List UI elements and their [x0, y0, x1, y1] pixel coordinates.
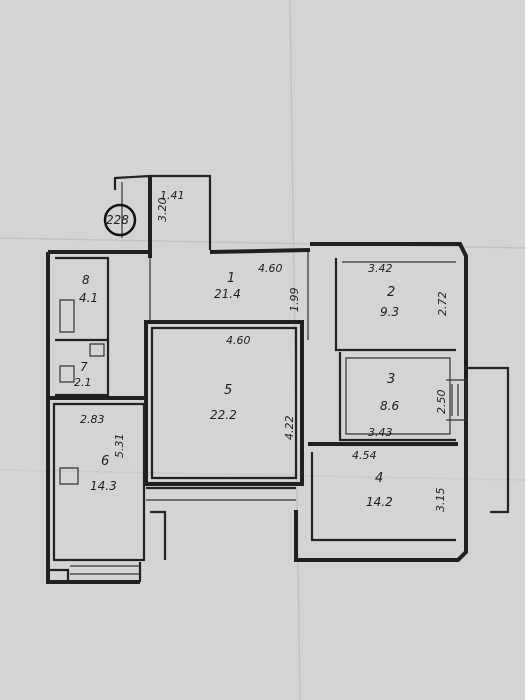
balcony: [113, 174, 212, 258]
room-4-height: 3.15: [434, 488, 447, 513]
interior-walls: [48, 252, 510, 562]
room-8-number: 8: [82, 273, 90, 287]
inventory-number: 228: [106, 213, 129, 227]
room-1-number: 1: [227, 271, 235, 286]
room-2-width: 3.42: [368, 262, 393, 275]
room-1-area: 21.4: [214, 287, 241, 301]
room-8-area: 4.1: [79, 291, 98, 305]
room-2-number: 2: [387, 285, 395, 300]
dimension-labels: 1.41 3.20 4.60 1.99 3.42 2.72 4.60 4.22 …: [80, 189, 449, 512]
room-3-area: 8.6: [380, 399, 399, 413]
balcony-width: 1.41: [160, 189, 185, 202]
room-6-width: 2.83: [80, 413, 105, 426]
room-5-width: 4.60: [226, 334, 251, 347]
room-3-height: 2.50: [435, 390, 448, 415]
room-3-number: 3: [387, 372, 395, 387]
room-4-area: 14.2: [366, 495, 393, 509]
hall-length: 4.60: [258, 262, 283, 275]
room-7-area: 2.1: [74, 376, 92, 389]
room-labels: 1 21.4 2 9.3 3 8.6 4 14.2 5 22.2 6 14.3 …: [74, 271, 399, 509]
room-6-height: 5.31: [113, 434, 126, 459]
balcony-depth: 3.20: [156, 198, 169, 223]
outer-walls: [46, 242, 468, 584]
room-5-area: 22.2: [210, 408, 237, 422]
room-6-number: 6: [101, 454, 109, 469]
room-2-area: 9.3: [380, 305, 399, 319]
room-6-area: 14.3: [90, 479, 117, 493]
inventory-badge: 228: [103, 203, 137, 237]
room-4-number: 4: [375, 471, 383, 486]
hall-width: 1.99: [288, 288, 301, 313]
room-5-height: 4.22: [283, 416, 296, 441]
room-4-width: 4.54: [352, 449, 377, 462]
room-2-height: 2.72: [436, 292, 449, 317]
room-5-number: 5: [224, 383, 232, 398]
room-3-width: 3.43: [368, 426, 393, 439]
room-7-number: 7: [80, 360, 88, 374]
